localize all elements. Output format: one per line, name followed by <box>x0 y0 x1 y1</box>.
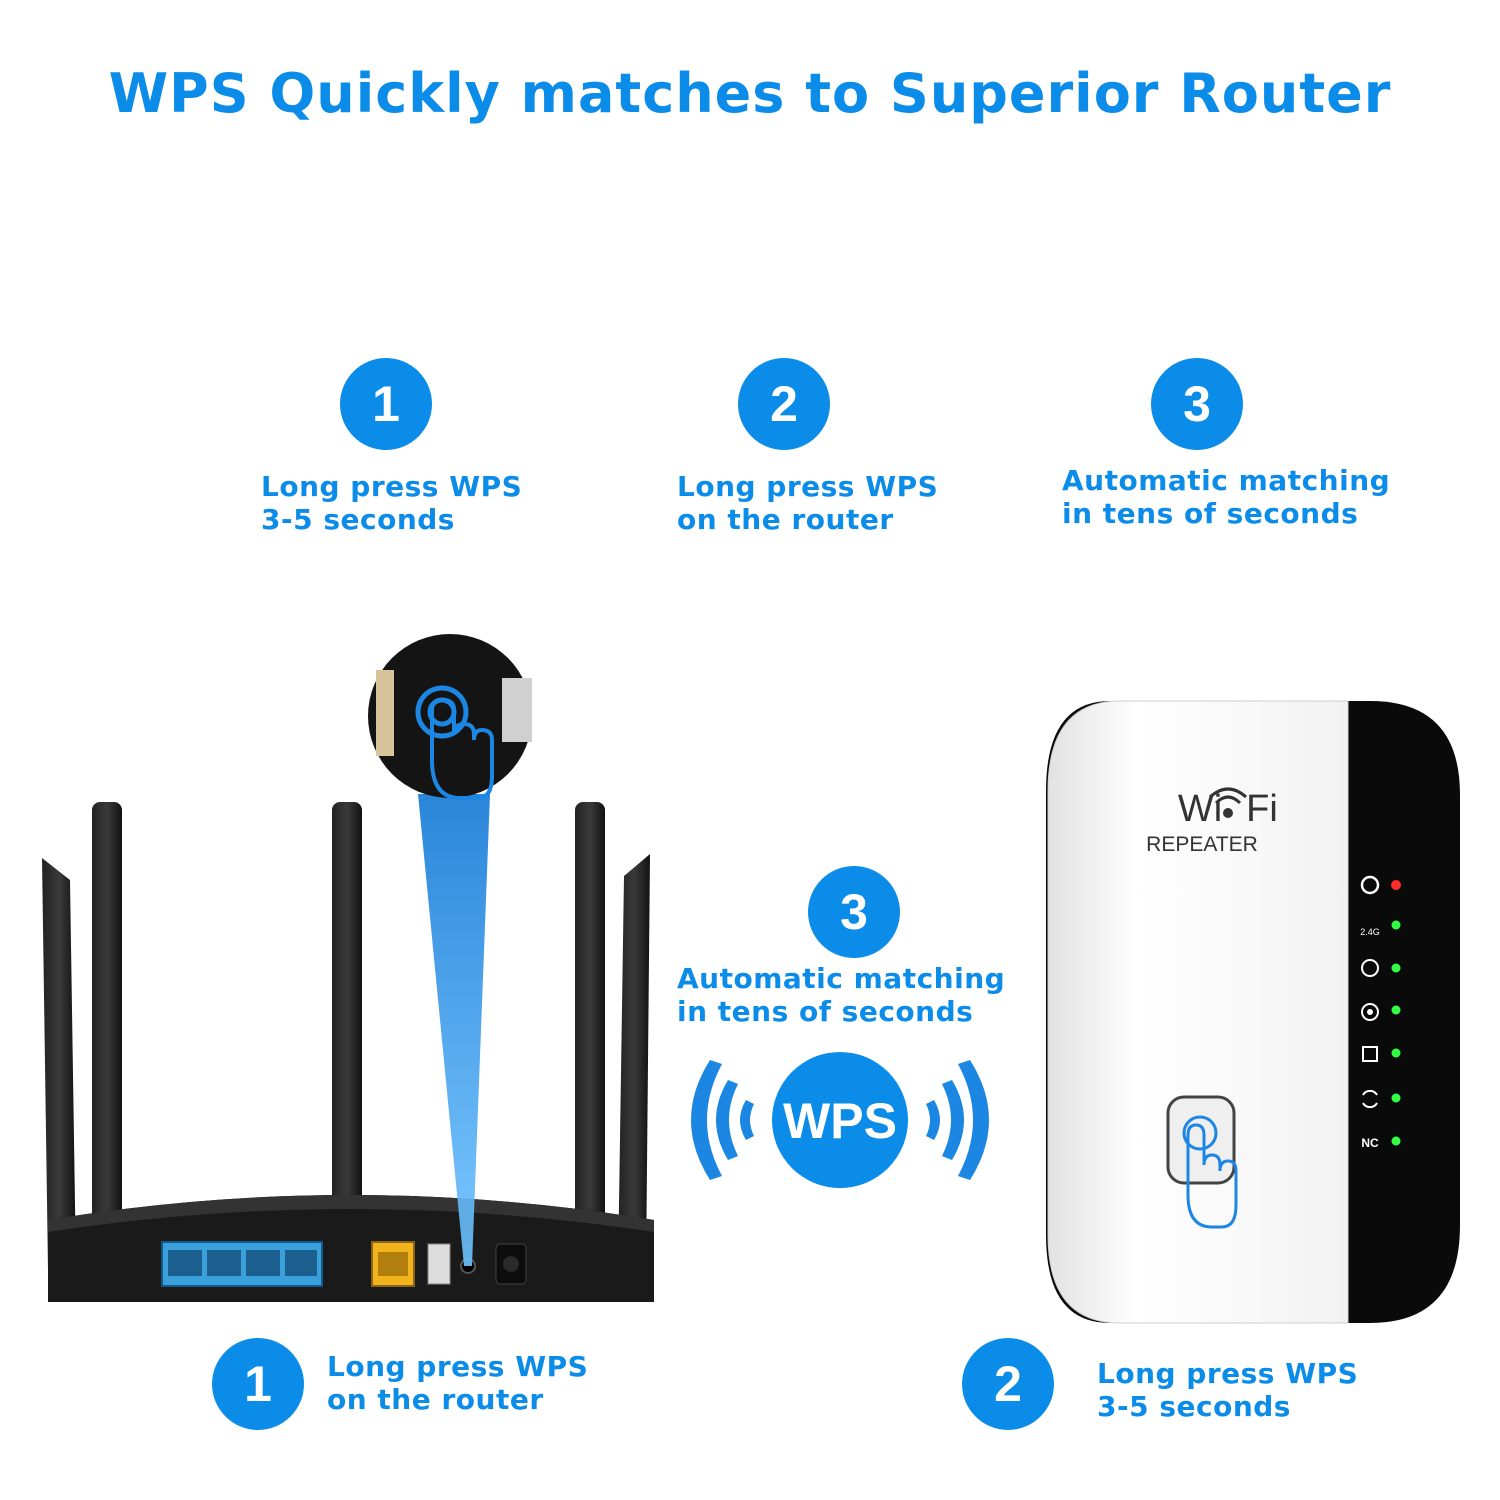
step-1-line1: Long press WPS <box>261 470 523 503</box>
step-2-badge: 2 <box>738 358 830 450</box>
step-3-line2: in tens of seconds <box>1062 497 1359 530</box>
step-1-text: Long press WPS 3-5 seconds <box>261 470 522 536</box>
step-2-line2: on the router <box>677 503 894 536</box>
led <box>1391 920 1401 930</box>
finger-press-icon <box>1186 1123 1238 1229</box>
wps-badge-label: WPS <box>783 1093 897 1149</box>
router-antenna <box>575 802 605 1272</box>
signal-wave-left-icon <box>691 1060 722 1180</box>
step-2-text: Long press WPS on the router <box>677 470 938 536</box>
repeater-model: REPEATER <box>1146 833 1258 856</box>
svg-text:Fi: Fi <box>1246 788 1278 830</box>
router-antenna <box>332 802 362 1272</box>
middle-step-badge: 3 <box>808 866 900 958</box>
wps-badge-circle <box>772 1052 908 1188</box>
wps-signal-graphic: WPS <box>691 1052 989 1188</box>
bottom-step-2-text: Long press WPS 3-5 seconds <box>1097 1357 1358 1423</box>
step-3-badge: 3 <box>1151 358 1243 450</box>
step-1-badge: 1 <box>340 358 432 450</box>
signal-wave-right-icon <box>958 1060 989 1180</box>
bottom-step-1-text: Long press WPS on the router <box>327 1350 588 1416</box>
step-3-text: Automatic matching in tens of seconds <box>1062 464 1390 530</box>
nc-label: NC <box>1361 1136 1379 1150</box>
wifi-2g-icon: 2.4G <box>1360 927 1380 937</box>
target-icon <box>1361 1003 1379 1021</box>
bottom-step-1-line2: on the router <box>327 1383 544 1416</box>
router-antenna <box>42 858 76 1270</box>
led <box>1391 1093 1401 1103</box>
bottom-step-1-line1: Long press WPS <box>327 1350 589 1383</box>
page-title: WPS Quickly matches to Superior Router <box>108 62 1392 125</box>
finger-press-icon <box>430 697 494 800</box>
step-1-line2: 3-5 seconds <box>261 503 455 536</box>
led <box>1391 1136 1401 1146</box>
globe-icon <box>1361 959 1379 977</box>
bottom-step-2-badge: 2 <box>962 1338 1054 1430</box>
indicator-panel: 2.4G NC <box>1360 875 1401 1150</box>
router-illustration <box>42 634 654 1302</box>
bottom-step-2-line1: Long press WPS <box>1097 1357 1359 1390</box>
repeater-front-panel <box>1047 700 1349 1324</box>
usb-port <box>427 1243 451 1285</box>
middle-step-line2: in tens of seconds <box>677 995 974 1028</box>
router-antenna <box>92 802 122 1272</box>
repeater-device: Wi Fi REPEATER 2.4G NC <box>1046 700 1460 1324</box>
step-2-line1: Long press WPS <box>677 470 939 503</box>
bottom-step-1-badge: 1 <box>212 1338 304 1430</box>
middle-step-line1: Automatic matching <box>677 962 1006 995</box>
lan-port-icon <box>1362 1046 1378 1062</box>
step-3-line1: Automatic matching <box>1062 464 1391 497</box>
middle-step-text: Automatic matching in tens of seconds <box>677 962 1005 1028</box>
sync-icon <box>1362 1089 1378 1109</box>
led <box>1391 1005 1401 1015</box>
led <box>1391 963 1401 973</box>
led-power <box>1391 880 1401 890</box>
power-icon <box>1360 875 1380 895</box>
led <box>1391 1048 1401 1058</box>
router-antenna <box>618 854 650 1270</box>
repeater-wps-button <box>1166 1095 1236 1185</box>
bottom-step-2-line2: 3-5 seconds <box>1097 1390 1291 1423</box>
